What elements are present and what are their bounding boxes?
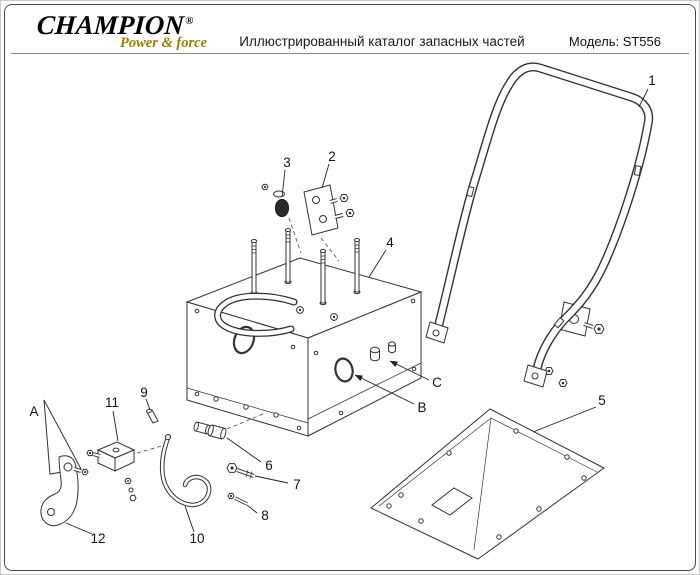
handle-assembly-part-1 [425,62,654,388]
ref-label-B: B [417,400,426,415]
part-label-5: 5 [598,393,606,408]
chassis-body-part-4 [185,228,423,437]
grommet-part-3 [261,183,289,217]
hook-bracket-part-12 [40,455,89,527]
model-label: Модель: ST556 [568,34,661,49]
part-label-1: 1 [648,73,656,88]
bolt-part-8 [227,492,248,506]
part-label-2: 2 [328,149,336,164]
page-title: Иллюстрированный каталог запасных частей [239,34,525,49]
carry-handle-tube [214,292,298,337]
part-label-4: 4 [386,235,394,250]
control-rod-part-10 [159,433,212,508]
bolt-part-7 [226,463,255,479]
bracket-part-2 [303,184,355,236]
part-labels: 1 2 3 4 5 6 7 8 9 10 11 12 A B C [29,73,655,546]
body-right-face [307,291,422,437]
bottom-panel-part-5 [370,408,605,560]
arrow-to-hole-B [354,374,415,405]
nut-icon [129,494,137,502]
part-label-6: 6 [265,458,273,473]
logo-tagline: Power & force [120,35,207,51]
champion-logo: CHAMPION® Power & force [36,8,209,52]
bracket-part-11 [86,441,137,502]
leader-lines [65,88,649,535]
part-label-10: 10 [189,531,204,546]
part-label-11: 11 [105,395,119,410]
part-label-8: 8 [261,508,269,523]
stud-bolts [250,228,361,306]
header-divider [11,53,689,54]
bushing-C [370,341,396,362]
part-label-9: 9 [140,385,148,400]
ref-label-C: C [432,375,442,390]
pin-part-9 [146,408,159,424]
ref-label-A: A [29,404,38,419]
rubber-grommet [275,199,289,217]
ref-arrows [354,360,430,405]
panel-rect-hole [431,487,473,516]
part-label-12: 12 [90,531,105,546]
arrow-to-bushing-C [389,360,430,381]
round-hole-B [334,357,354,383]
assembly-dashed-lines [136,217,340,454]
roller-spacers-part-6 [193,421,227,440]
part-label-3: 3 [283,155,291,170]
part-label-7: 7 [293,477,301,492]
